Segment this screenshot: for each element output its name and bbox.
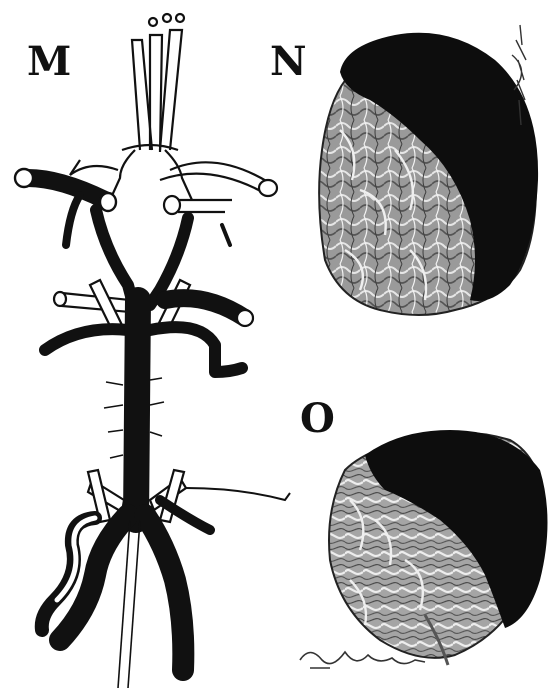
panel-label-m: M	[27, 38, 71, 85]
arterial-tree-diagram	[15, 14, 290, 688]
brain-section-n	[319, 25, 538, 315]
anterior-spinal-artery	[118, 520, 140, 688]
panel-label-n: N	[270, 38, 307, 85]
panel-label-o: O	[300, 395, 335, 442]
annotation-scribble-o	[300, 652, 425, 668]
anterior-vessels-outline	[70, 14, 277, 214]
right-inferior-branch	[186, 488, 290, 500]
left-superior-cerebellar-artery	[45, 329, 128, 350]
internal-carotid-trunks	[96, 210, 230, 305]
brain-section-o	[300, 430, 548, 668]
